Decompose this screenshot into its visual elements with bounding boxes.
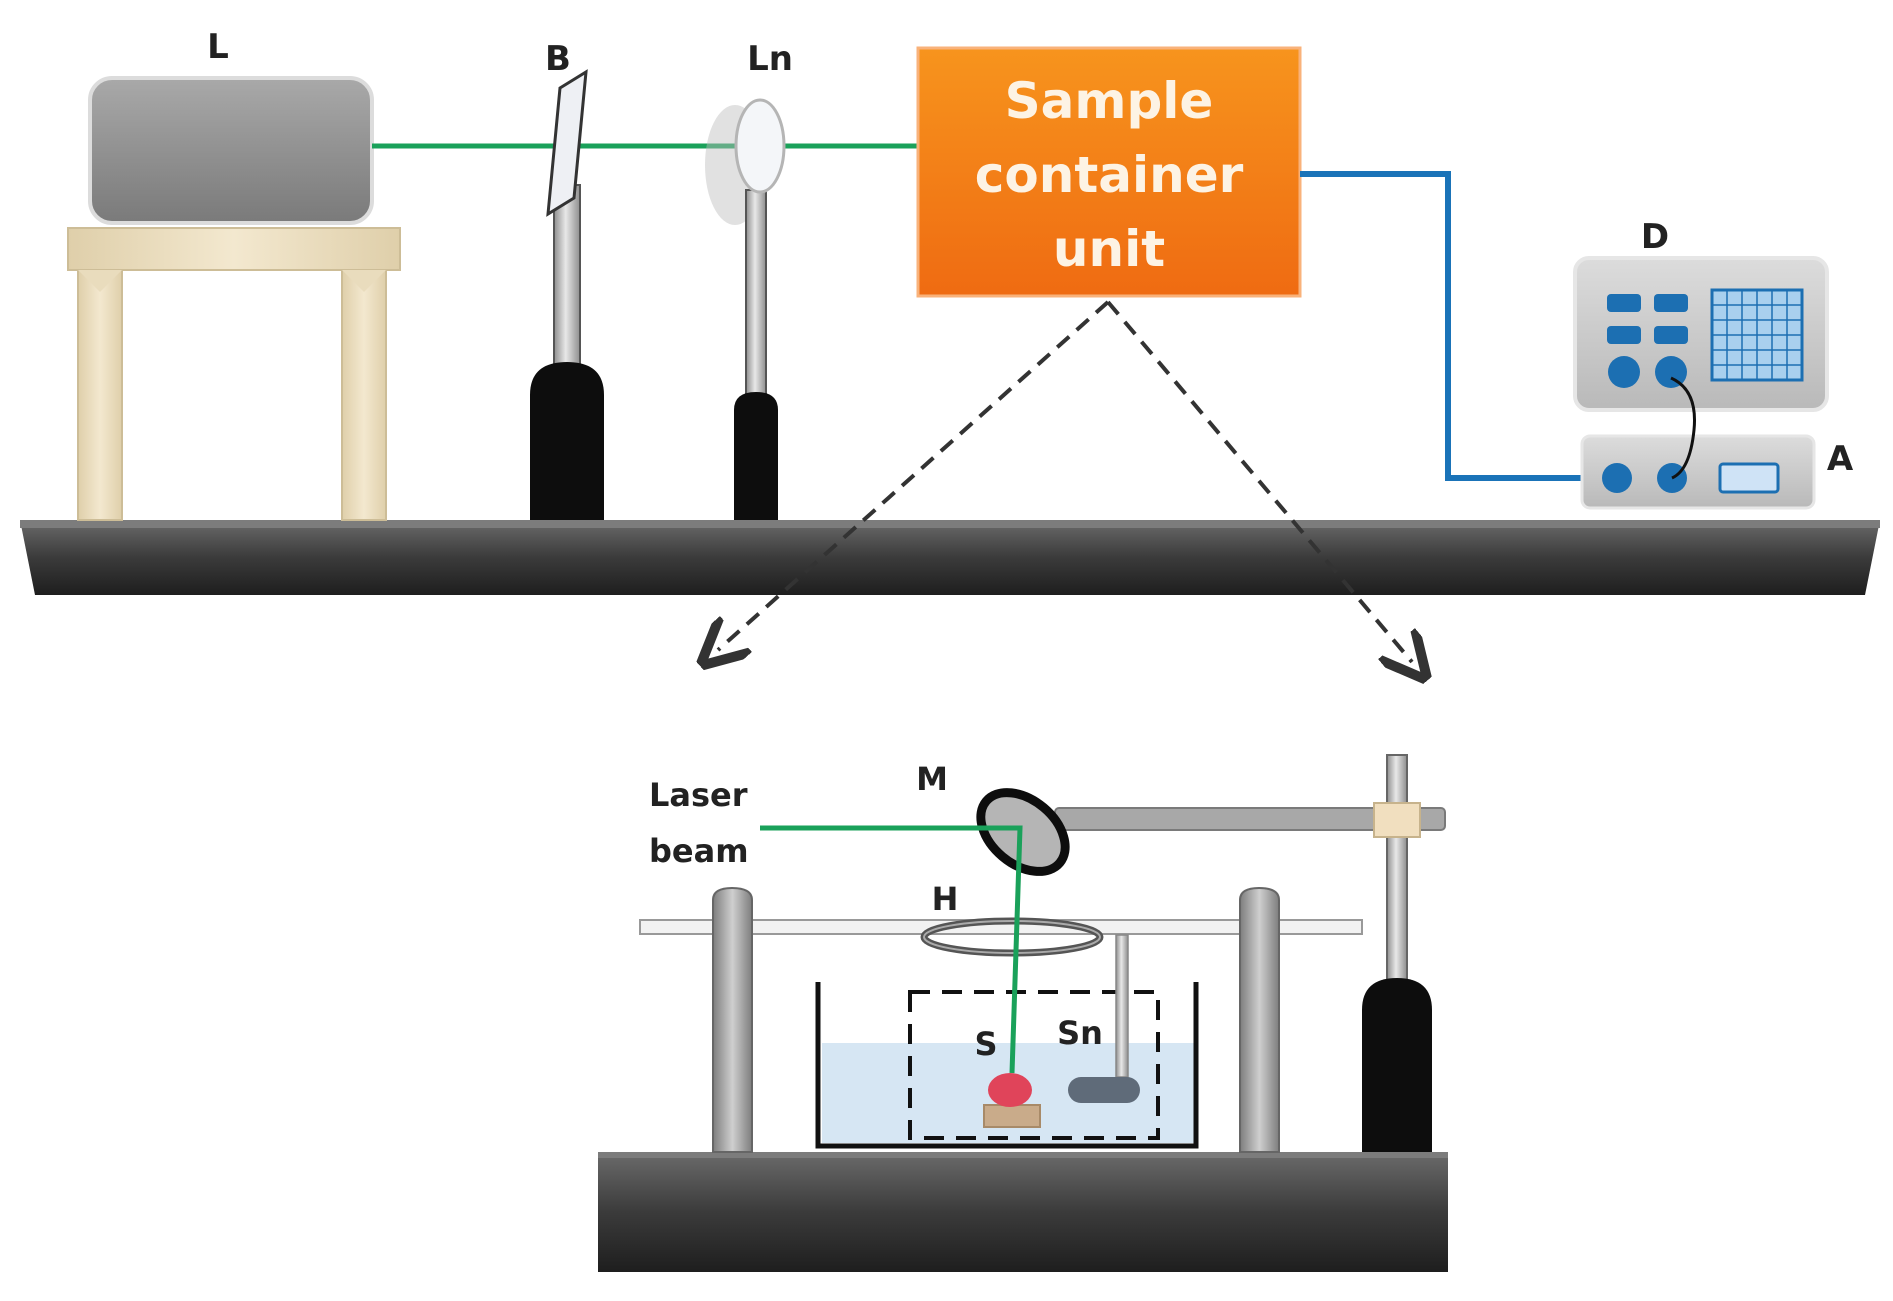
- laser-table: [67, 227, 401, 521]
- lens: [734, 98, 786, 194]
- sample-container-unit: Sample container unit: [916, 46, 1302, 298]
- laser-source: [88, 76, 374, 225]
- label-mirror: M: [916, 760, 948, 798]
- label-holder: H: [932, 880, 959, 918]
- signal-cable: [1300, 171, 1590, 481]
- label-amplifier: A: [1827, 439, 1854, 479]
- sample-container-line3: unit: [1053, 220, 1165, 278]
- mirror: [976, 788, 1070, 876]
- detector: [1573, 256, 1829, 412]
- laser-beam-detail: [760, 825, 1023, 1074]
- label-detector: D: [1641, 217, 1669, 257]
- sample-region-outline: [908, 990, 1160, 1140]
- amplifier-detector-wire: [1670, 376, 1697, 480]
- sample-container-line2: container: [975, 146, 1244, 204]
- zoom-arrow-left: [718, 300, 1110, 650]
- label-beam-splitter: B: [545, 39, 571, 79]
- support-pillars: [712, 886, 1280, 1153]
- zoom-arrow-right: [1106, 300, 1412, 662]
- sensor-rod: [1115, 934, 1129, 1078]
- beam-splitter: [546, 69, 588, 217]
- beam-splitter-mount: [530, 184, 604, 520]
- label-laser-beam-line2: beam: [649, 832, 749, 870]
- holder-ring: [920, 917, 1104, 957]
- label-laser: L: [207, 27, 229, 67]
- amplifier: [1580, 434, 1816, 510]
- sample: [988, 1073, 1032, 1107]
- sample-container-line1: Sample: [1005, 72, 1214, 130]
- sample-stand: [983, 1104, 1041, 1128]
- label-laser-beam-line1: Laser: [649, 776, 748, 814]
- detail-base: [598, 1152, 1448, 1272]
- mirror-stand: [1054, 754, 1446, 1152]
- label-sensor: Sn: [1057, 1014, 1103, 1052]
- label-lens: Ln: [747, 39, 793, 79]
- optical-rail: [20, 520, 1880, 595]
- sensor: [1068, 1077, 1140, 1103]
- label-sample: S: [974, 1025, 997, 1063]
